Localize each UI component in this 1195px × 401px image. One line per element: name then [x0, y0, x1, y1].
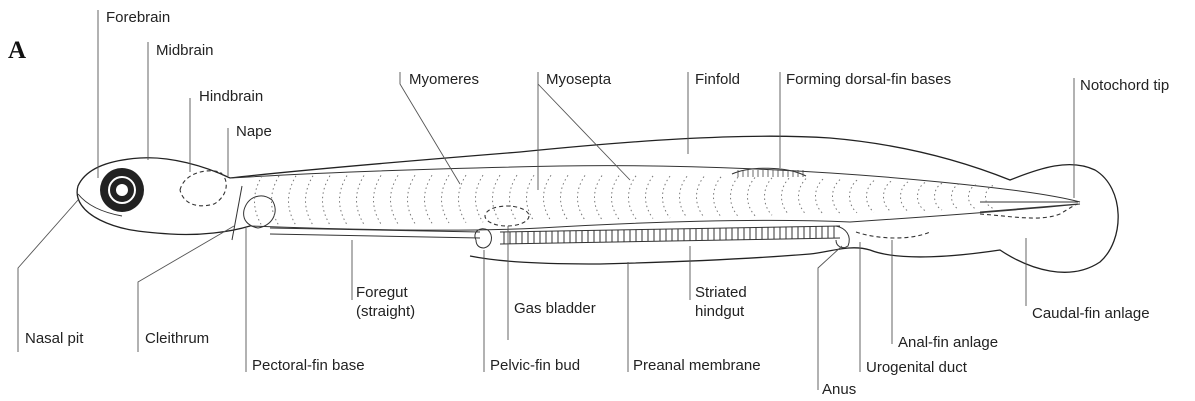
myomere — [748, 178, 756, 216]
myomere — [578, 175, 586, 220]
label-urogenital-duct: Urogenital duct — [866, 359, 968, 376]
myomere — [935, 183, 943, 210]
labels: Forebrain Midbrain Hindbrain Nape Myomer… — [25, 9, 1169, 398]
myomere — [255, 176, 263, 226]
hindgut-lower — [500, 238, 840, 244]
gas-bladder-shape — [485, 206, 529, 226]
label-anus: Anus — [822, 381, 856, 398]
label-pelvic-fin-bud: Pelvic-fin bud — [490, 357, 580, 374]
label-gas-bladder: Gas bladder — [514, 300, 596, 317]
myomere — [408, 175, 416, 223]
myomere — [680, 176, 688, 217]
myomere — [306, 176, 314, 226]
larva-illustration — [77, 136, 1118, 272]
label-pectoral-fin-base: Pectoral-fin base — [252, 357, 365, 374]
notochord — [980, 202, 1078, 212]
label-midbrain: Midbrain — [156, 42, 214, 59]
myomere — [918, 183, 926, 211]
eye-lens — [116, 184, 128, 196]
cleithrum-bar — [232, 186, 242, 240]
myomere — [884, 181, 892, 211]
myomere — [850, 180, 858, 213]
myomere — [986, 186, 994, 209]
myomere — [782, 178, 790, 215]
myomere — [867, 181, 875, 213]
body-ventral-contour — [250, 204, 1080, 230]
label-myomeres: Myomeres — [409, 71, 479, 88]
foregut-tube — [270, 228, 480, 238]
label-forebrain: Forebrain — [106, 9, 170, 26]
myomere — [527, 175, 535, 221]
label-cleithrum: Cleithrum — [145, 330, 209, 347]
myomere — [595, 176, 603, 220]
leader-anus — [818, 246, 842, 390]
myomere — [357, 175, 365, 224]
myomere — [391, 175, 399, 224]
leader-myomeres — [400, 72, 460, 184]
label-anal-fin-anlage: Anal-fin anlage — [898, 334, 998, 351]
finfold-outline — [230, 136, 1118, 272]
myomere — [714, 177, 722, 217]
myomere — [969, 185, 977, 209]
anal-fin-anlage-shape — [856, 232, 930, 238]
myomere — [476, 175, 484, 222]
pectoral-fin-base-shape — [244, 196, 276, 228]
hindbrain-lobe — [180, 171, 226, 206]
myomere — [544, 175, 552, 221]
myomere — [731, 177, 739, 216]
label-finfold: Finfold — [695, 71, 740, 88]
myomere — [374, 175, 382, 224]
label-forming-dorsal-fin-bases: Forming dorsal-fin bases — [786, 71, 951, 88]
myomere — [816, 179, 824, 214]
myomere — [459, 175, 467, 222]
myomere — [629, 176, 637, 219]
myomere — [901, 182, 909, 211]
label-striated-hindgut-2: hindgut — [695, 303, 745, 320]
label-foregut-2: (straight) — [356, 303, 415, 320]
myomere — [697, 177, 705, 218]
myomere — [561, 175, 569, 220]
label-preanal-membrane: Preanal membrane — [633, 357, 761, 374]
label-caudal-fin-anlage: Caudal-fin anlage — [1032, 305, 1150, 322]
myomere — [612, 176, 620, 220]
leader-myosepta — [538, 72, 630, 190]
label-nasal-pit: Nasal pit — [25, 330, 84, 347]
myomere-chevrons — [255, 175, 994, 226]
panel-label: A — [8, 37, 26, 64]
myomere — [646, 176, 654, 218]
dorsal-fin-base-ticks — [738, 170, 803, 177]
myomere — [510, 175, 518, 221]
anus-shape — [836, 226, 849, 248]
label-foregut-1: Foregut — [356, 284, 409, 301]
myomere — [323, 176, 331, 225]
myomere — [952, 184, 960, 209]
myomere — [340, 176, 348, 225]
myomere — [425, 175, 433, 223]
body-dorsal-contour — [230, 166, 1080, 202]
label-hindbrain: Hindbrain — [199, 88, 263, 105]
myomere — [663, 176, 671, 218]
label-striated-hindgut-1: Striated — [695, 284, 747, 301]
myomere — [442, 175, 450, 223]
myomere — [833, 180, 841, 214]
label-nape: Nape — [236, 123, 272, 140]
label-notochord-tip: Notochord tip — [1080, 77, 1169, 94]
myomere — [289, 176, 297, 226]
label-myosepta: Myosepta — [546, 71, 612, 88]
myomere — [765, 178, 773, 215]
myomere — [799, 179, 807, 215]
myomere — [493, 175, 501, 222]
